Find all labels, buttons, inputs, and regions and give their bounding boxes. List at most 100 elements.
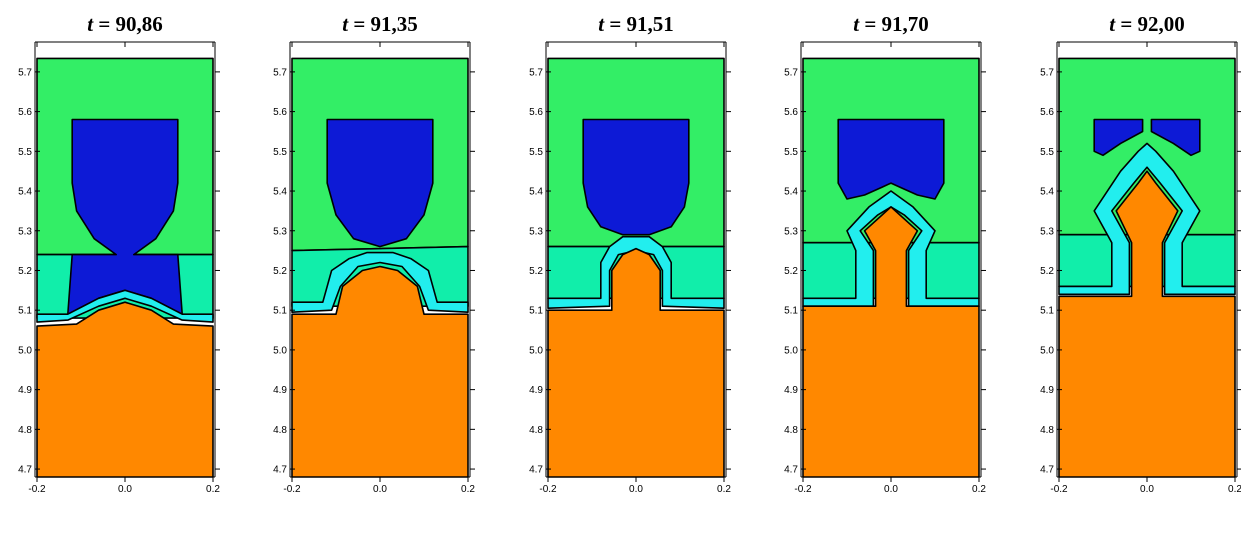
panel-1: t = 90,865.75.65.55.45.35.25.15.04.94.84… bbox=[18, 12, 220, 495]
region-projectile bbox=[326, 118, 434, 248]
y-tick-label: 5.0 bbox=[784, 345, 798, 356]
y-tick-label: 5.0 bbox=[273, 345, 287, 356]
y-tick-label: 5.2 bbox=[784, 266, 798, 277]
region-projectile bbox=[582, 118, 690, 236]
panel-title-variable: t bbox=[1109, 12, 1116, 36]
y-tick-label: 4.8 bbox=[784, 425, 798, 436]
y-tick-label: 4.8 bbox=[1040, 425, 1054, 436]
x-tick-label: 0.2 bbox=[1228, 484, 1241, 495]
y-tick-label: 5.5 bbox=[18, 147, 32, 158]
panel-title-value: = 90,86 bbox=[93, 12, 163, 36]
panel-title-variable: t bbox=[342, 12, 349, 36]
y-tick-label: 4.8 bbox=[529, 425, 543, 436]
y-tick-label: 4.8 bbox=[273, 425, 287, 436]
panel-5: t = 92,00 5.7 5.6 5.5 5.4 5.3 5.2 5.1 5.0 4.9 4.8 4… bbox=[1040, 12, 1241, 495]
y-tick-label: 5.5 bbox=[273, 147, 287, 158]
y-tick-label: 5.1 bbox=[784, 306, 798, 317]
x-tick-label: 0.0 bbox=[373, 484, 387, 495]
x-tick-label: -0.2 bbox=[1050, 484, 1068, 495]
y-tick-label: 5.1 bbox=[529, 306, 543, 317]
y-tick-label: 5.0 bbox=[1040, 345, 1054, 356]
panel-title: t = 91,70 bbox=[853, 12, 929, 36]
y-tick-label: 4.9 bbox=[529, 385, 543, 396]
region-projectile bbox=[837, 118, 945, 200]
y-tick-label: 5.6 bbox=[529, 107, 543, 118]
panel-3: t = 91,515.75.65.55.45.35.25.15.04.94.84… bbox=[529, 12, 731, 495]
y-tick-label: 5.5 bbox=[1040, 147, 1054, 158]
y-tick-label: 5.3 bbox=[273, 226, 287, 237]
x-tick-label: -0.2 bbox=[539, 484, 557, 495]
panel-title-value: = 92,00 bbox=[1115, 12, 1185, 36]
panel-title-value: = 91,70 bbox=[859, 12, 929, 36]
y-tick-label: 4.9 bbox=[273, 385, 287, 396]
y-tick-label: 5.7 bbox=[1040, 67, 1054, 78]
y-tick-label: 5.3 bbox=[1040, 226, 1054, 237]
y-tick-label: 5.1 bbox=[273, 306, 287, 317]
panel-title-value: = 91,35 bbox=[348, 12, 418, 36]
y-tick-label: 5.2 bbox=[273, 266, 287, 277]
y-tick-label: 5.5 bbox=[784, 147, 798, 158]
y-tick-label: 5.7 bbox=[784, 67, 798, 78]
panel-title-value: = 91,51 bbox=[604, 12, 674, 36]
y-tick-label: 5.4 bbox=[529, 187, 543, 198]
x-tick-label: 0.2 bbox=[972, 484, 986, 495]
panel-title-variable: t bbox=[598, 12, 605, 36]
region-lower-material bbox=[1058, 170, 1236, 478]
y-tick-label: 5.2 bbox=[18, 266, 32, 277]
x-tick-label: 0.0 bbox=[1140, 484, 1154, 495]
y-tick-label: 5.7 bbox=[18, 67, 32, 78]
y-tick-label: 5.6 bbox=[1040, 107, 1054, 118]
y-tick-label: 5.4 bbox=[1040, 187, 1054, 198]
region-projectile bbox=[1150, 118, 1201, 157]
y-tick-label: 5.7 bbox=[273, 67, 287, 78]
x-tick-label: 0.2 bbox=[461, 484, 475, 495]
y-tick-label: 5.4 bbox=[273, 187, 287, 198]
y-tick-label: 5.4 bbox=[18, 187, 32, 198]
y-tick-label: 4.7 bbox=[1040, 465, 1054, 476]
y-tick-label: 5.1 bbox=[1040, 306, 1054, 317]
y-tick-label: 5.6 bbox=[18, 107, 32, 118]
y-tick-label: 5.6 bbox=[273, 107, 287, 118]
x-tick-label: 0.0 bbox=[884, 484, 898, 495]
x-tick-label: 0.0 bbox=[118, 484, 132, 495]
y-tick-label: 5.4 bbox=[784, 187, 798, 198]
y-tick-label: 4.9 bbox=[784, 385, 798, 396]
region-lower-material bbox=[36, 301, 214, 478]
y-tick-label: 4.7 bbox=[784, 465, 798, 476]
y-tick-label: 4.9 bbox=[1040, 385, 1054, 396]
region-interface-layer bbox=[1058, 142, 1236, 296]
x-tick-label: 0.0 bbox=[629, 484, 643, 495]
panel-title: t = 90,86 bbox=[87, 12, 163, 36]
panel-title: t = 91,51 bbox=[598, 12, 674, 36]
x-tick-label: -0.2 bbox=[28, 484, 46, 495]
panel-2: t = 91,35 5.7 5.6 5.5 5.4 5.3 5.2 5.1 5.0 4.9 4.8 4… bbox=[273, 12, 475, 495]
y-tick-label: 5.5 bbox=[529, 147, 543, 158]
y-tick-label: 5.6 bbox=[784, 107, 798, 118]
region-interface-layer bbox=[291, 251, 469, 314]
x-tick-label: 0.2 bbox=[206, 484, 220, 495]
y-tick-label: 4.8 bbox=[18, 425, 32, 436]
x-tick-label: -0.2 bbox=[283, 484, 301, 495]
region-projectile bbox=[1093, 118, 1144, 157]
region-interface-layer bbox=[36, 289, 214, 323]
panel-4: t = 91,70 5.7 5.6 5.5 5.4 5.3 5.2 5.1 5.0 4.9 4.8 4… bbox=[784, 12, 986, 495]
panel-title-variable: t bbox=[853, 12, 860, 36]
x-tick-label: -0.2 bbox=[794, 484, 812, 495]
y-tick-label: 5.1 bbox=[18, 306, 32, 317]
panel-title-variable: t bbox=[87, 12, 94, 36]
y-tick-label: 5.0 bbox=[529, 345, 543, 356]
region-lower-material bbox=[802, 206, 980, 478]
y-tick-label: 5.2 bbox=[529, 266, 543, 277]
panel-title: t = 92,00 bbox=[1109, 12, 1185, 36]
x-tick-label: 0.2 bbox=[717, 484, 731, 495]
y-tick-label: 5.0 bbox=[18, 345, 32, 356]
y-tick-label: 5.3 bbox=[784, 226, 798, 237]
y-tick-label: 5.3 bbox=[18, 226, 32, 237]
y-tick-label: 4.7 bbox=[273, 465, 287, 476]
panel-title: t = 91,35 bbox=[342, 12, 418, 36]
y-tick-label: 4.7 bbox=[529, 465, 543, 476]
region-projectile bbox=[67, 118, 183, 316]
y-tick-label: 5.7 bbox=[529, 67, 543, 78]
y-tick-label: 5.2 bbox=[1040, 266, 1054, 277]
